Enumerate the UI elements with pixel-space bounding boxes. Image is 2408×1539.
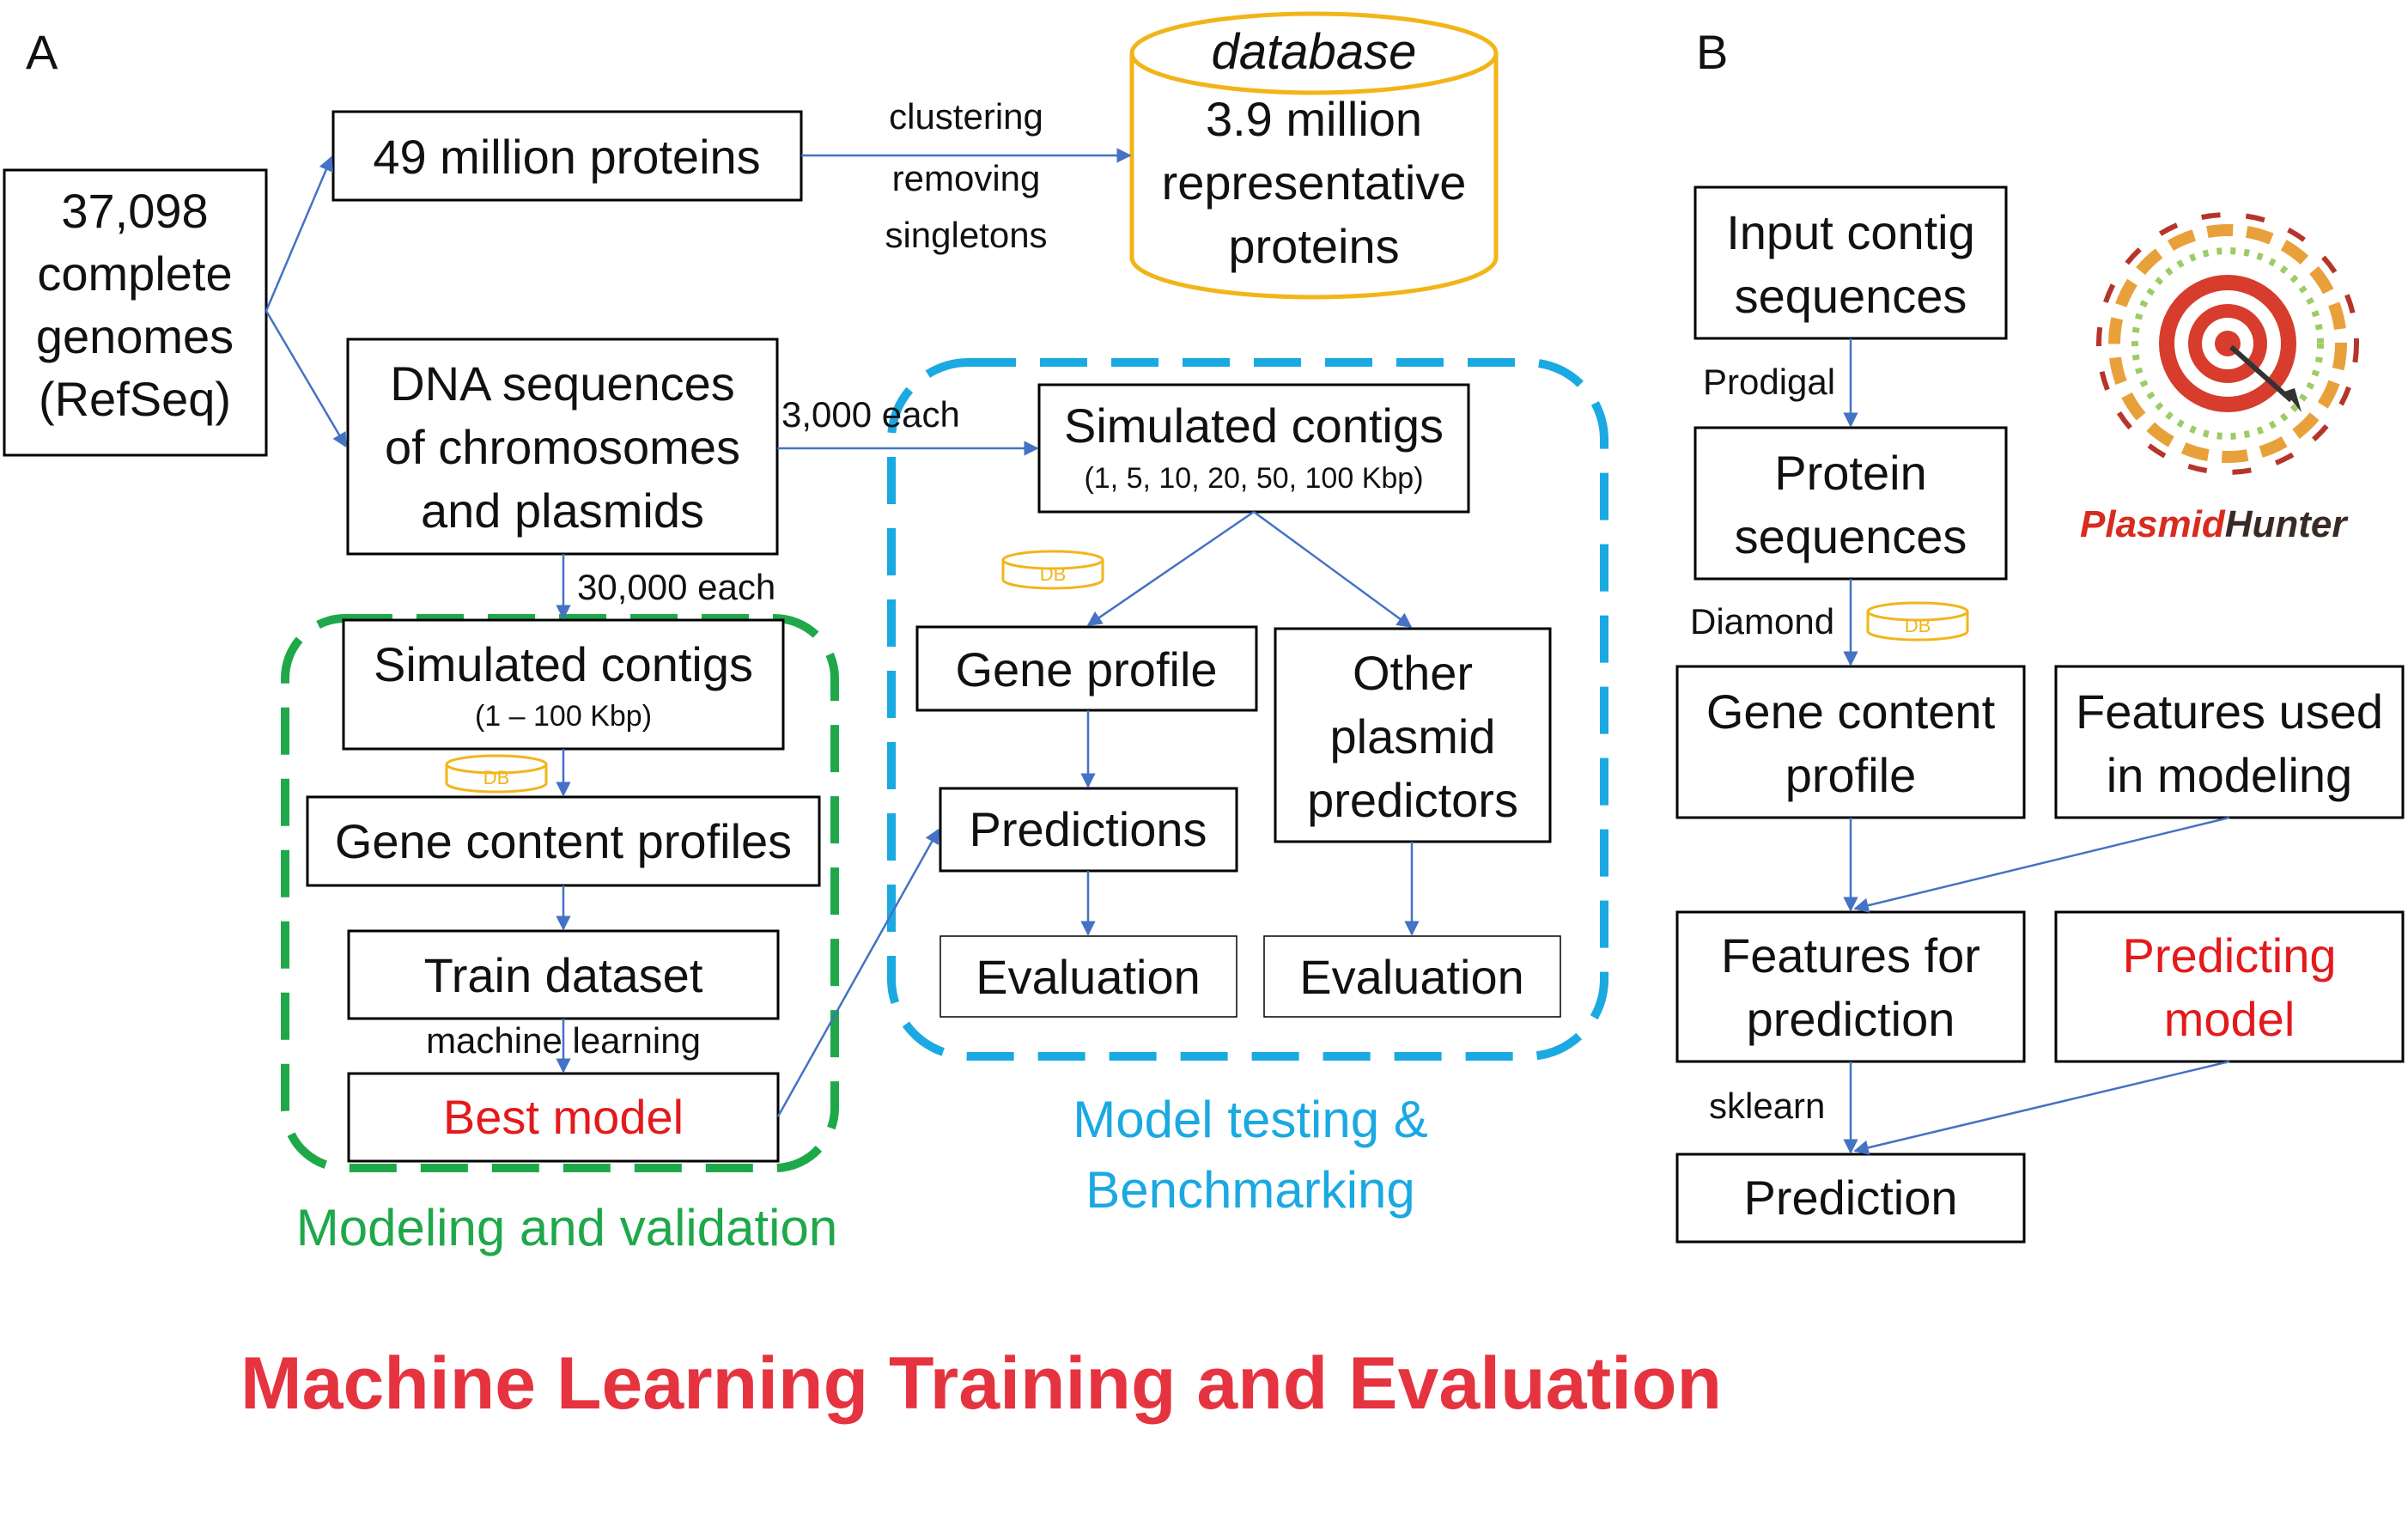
other-predictors-node: Other plasmid predictors bbox=[1274, 627, 1552, 843]
sim-train-title: Simulated contigs bbox=[374, 637, 753, 691]
clustering-line-1: clustering bbox=[889, 96, 1043, 137]
predictions-node: Predictions bbox=[939, 787, 1238, 873]
gene-content-line-2: profile bbox=[1785, 748, 1917, 802]
genomes-line-3: genomes bbox=[36, 309, 234, 363]
gene-content-line-1: Gene content bbox=[1706, 684, 1996, 739]
predictions-label: Predictions bbox=[969, 802, 1207, 856]
simulated-contigs-train-node: Simulated contigs (1 – 100 Kbp) bbox=[342, 618, 785, 751]
simulated-contigs-test-node: Simulated contigs (1, 5, 10, 20, 50, 100… bbox=[1037, 383, 1470, 514]
other-predictors-line-2: plasmid bbox=[1330, 709, 1496, 763]
proteins-node: 49 million proteins bbox=[331, 110, 803, 202]
db-badge-test: DB bbox=[1001, 550, 1104, 590]
gene-content-profiles-label: Gene content profiles bbox=[335, 814, 792, 868]
db-badge-b: DB bbox=[1866, 601, 1969, 642]
testing-caption-line-1: Model testing & bbox=[1073, 1091, 1428, 1148]
clustering-line-3: singletons bbox=[885, 215, 1047, 255]
predicting-model-line-2: model bbox=[2164, 992, 2296, 1046]
genomes-line-1: 37,098 bbox=[61, 184, 208, 238]
protein-line-1: Protein bbox=[1774, 446, 1926, 500]
features-pred-line-2: prediction bbox=[1747, 992, 1955, 1046]
edge-model-prediction bbox=[1853, 1060, 2230, 1155]
edge-simtest-geneprofile bbox=[1086, 510, 1255, 627]
logo-wordmark: PlasmidHunter bbox=[2080, 503, 2349, 545]
sklearn-label: sklearn bbox=[1709, 1086, 1825, 1126]
dna-line-1: DNA sequences bbox=[390, 356, 735, 411]
db-badge-test-text: DB bbox=[1040, 563, 1067, 585]
sim-test-title: Simulated contigs bbox=[1064, 398, 1444, 453]
dna-line-3: and plasmids bbox=[421, 484, 704, 538]
edge-simtest-other bbox=[1253, 510, 1413, 629]
database-line-2: representative bbox=[1162, 155, 1467, 210]
db-badge-train: DB bbox=[445, 754, 548, 794]
best-model-node: Best model bbox=[347, 1072, 780, 1163]
input-line-2: sequences bbox=[1735, 269, 1967, 323]
features-used-line-2: in modeling bbox=[2107, 748, 2352, 802]
train-dataset-node: Train dataset bbox=[347, 929, 780, 1020]
features-prediction-node: Features for prediction bbox=[1675, 910, 2026, 1063]
sim-train-sub: (1 – 100 Kbp) bbox=[475, 700, 652, 733]
input-line-1: Input contig bbox=[1726, 205, 1975, 259]
edge-genomes-proteins bbox=[265, 155, 333, 312]
other-predictors-line-3: predictors bbox=[1307, 773, 1518, 827]
prediction-node: Prediction bbox=[1675, 1153, 2026, 1244]
features-pred-line-1: Features for bbox=[1721, 928, 1980, 982]
edge-genomes-dna bbox=[265, 310, 348, 448]
clustering-label: clustering removing singletons bbox=[885, 96, 1047, 255]
plasmidhunter-logo: PlasmidHunter bbox=[2080, 212, 2359, 545]
edge-featuresused-features bbox=[1853, 816, 2230, 913]
features-used-line-1: Features used bbox=[2076, 684, 2383, 739]
db-badge-b-text: DB bbox=[1905, 615, 1931, 636]
protein-sequences-node: Protein sequences bbox=[1694, 426, 2008, 581]
gene-content-profile-node: Gene content profile bbox=[1675, 665, 2026, 819]
database-line-1: 3.9 million bbox=[1206, 92, 1422, 146]
best-model-label: Best model bbox=[443, 1090, 684, 1144]
predicting-model-line-1: Predicting bbox=[2122, 928, 2336, 982]
evaluation-label-1: Evaluation bbox=[976, 950, 1201, 1004]
protein-line-2: sequences bbox=[1735, 509, 1967, 563]
database-line-3: proteins bbox=[1228, 219, 1399, 273]
edge-best-predictions bbox=[776, 828, 940, 1117]
target-icon bbox=[2159, 275, 2296, 412]
evaluation-node-2: Evaluation bbox=[1263, 935, 1561, 1018]
evaluation-label-2: Evaluation bbox=[1299, 950, 1524, 1004]
database-cylinder: database 3.9 million representative prot… bbox=[1129, 11, 1499, 300]
gene-content-profiles-node: Gene content profiles bbox=[306, 795, 821, 887]
genomes-line-4: (RefSeq) bbox=[39, 372, 231, 426]
gene-profile-node: Gene profile bbox=[915, 625, 1258, 712]
modeling-validation-caption: Modeling and validation bbox=[296, 1199, 837, 1256]
arrow-icon bbox=[2229, 344, 2302, 412]
dna-sequences-node: DNA sequences of chromosomes and plasmid… bbox=[346, 338, 779, 556]
dna-ring-icon bbox=[2096, 212, 2359, 475]
panel-a-letter: A bbox=[26, 25, 58, 79]
genomes-node: 37,098 complete genomes (RefSeq) bbox=[3, 168, 268, 457]
db-badge-train-text: DB bbox=[483, 767, 510, 788]
testing-benchmarking-region bbox=[887, 358, 1608, 1061]
panel-b-edges bbox=[1843, 338, 2230, 1155]
database-title: database bbox=[1212, 24, 1417, 80]
other-predictors-line-1: Other bbox=[1353, 646, 1473, 700]
input-contig-node: Input contig sequences bbox=[1694, 186, 2008, 340]
panel-b-letter: B bbox=[1696, 25, 1728, 79]
diamond-label: Diamond bbox=[1690, 601, 1834, 642]
genomes-line-2: complete bbox=[37, 246, 232, 301]
each-3000-label: 3,000 each bbox=[781, 394, 960, 435]
sim-test-sub: (1, 5, 10, 20, 50, 100 Kbp) bbox=[1084, 462, 1423, 495]
prediction-label: Prediction bbox=[1743, 1171, 1957, 1225]
each-30000-label: 30,000 each bbox=[577, 567, 775, 607]
evaluation-node-1: Evaluation bbox=[939, 935, 1237, 1018]
testing-caption-line-2: Benchmarking bbox=[1085, 1161, 1415, 1219]
proteins-label: 49 million proteins bbox=[373, 130, 760, 184]
prodigal-label: Prodigal bbox=[1703, 362, 1835, 402]
predicting-model-node: Predicting model bbox=[2054, 910, 2405, 1063]
train-dataset-label: Train dataset bbox=[424, 948, 703, 1002]
clustering-line-2: removing bbox=[892, 158, 1041, 198]
dna-line-2: of chromosomes bbox=[385, 420, 740, 474]
features-used-node: Features used in modeling bbox=[2054, 665, 2405, 819]
footer-title: Machine Learning Training and Evaluation bbox=[240, 1342, 1722, 1425]
panel-a-edges bbox=[265, 148, 1420, 1117]
gene-profile-label: Gene profile bbox=[955, 642, 1217, 697]
